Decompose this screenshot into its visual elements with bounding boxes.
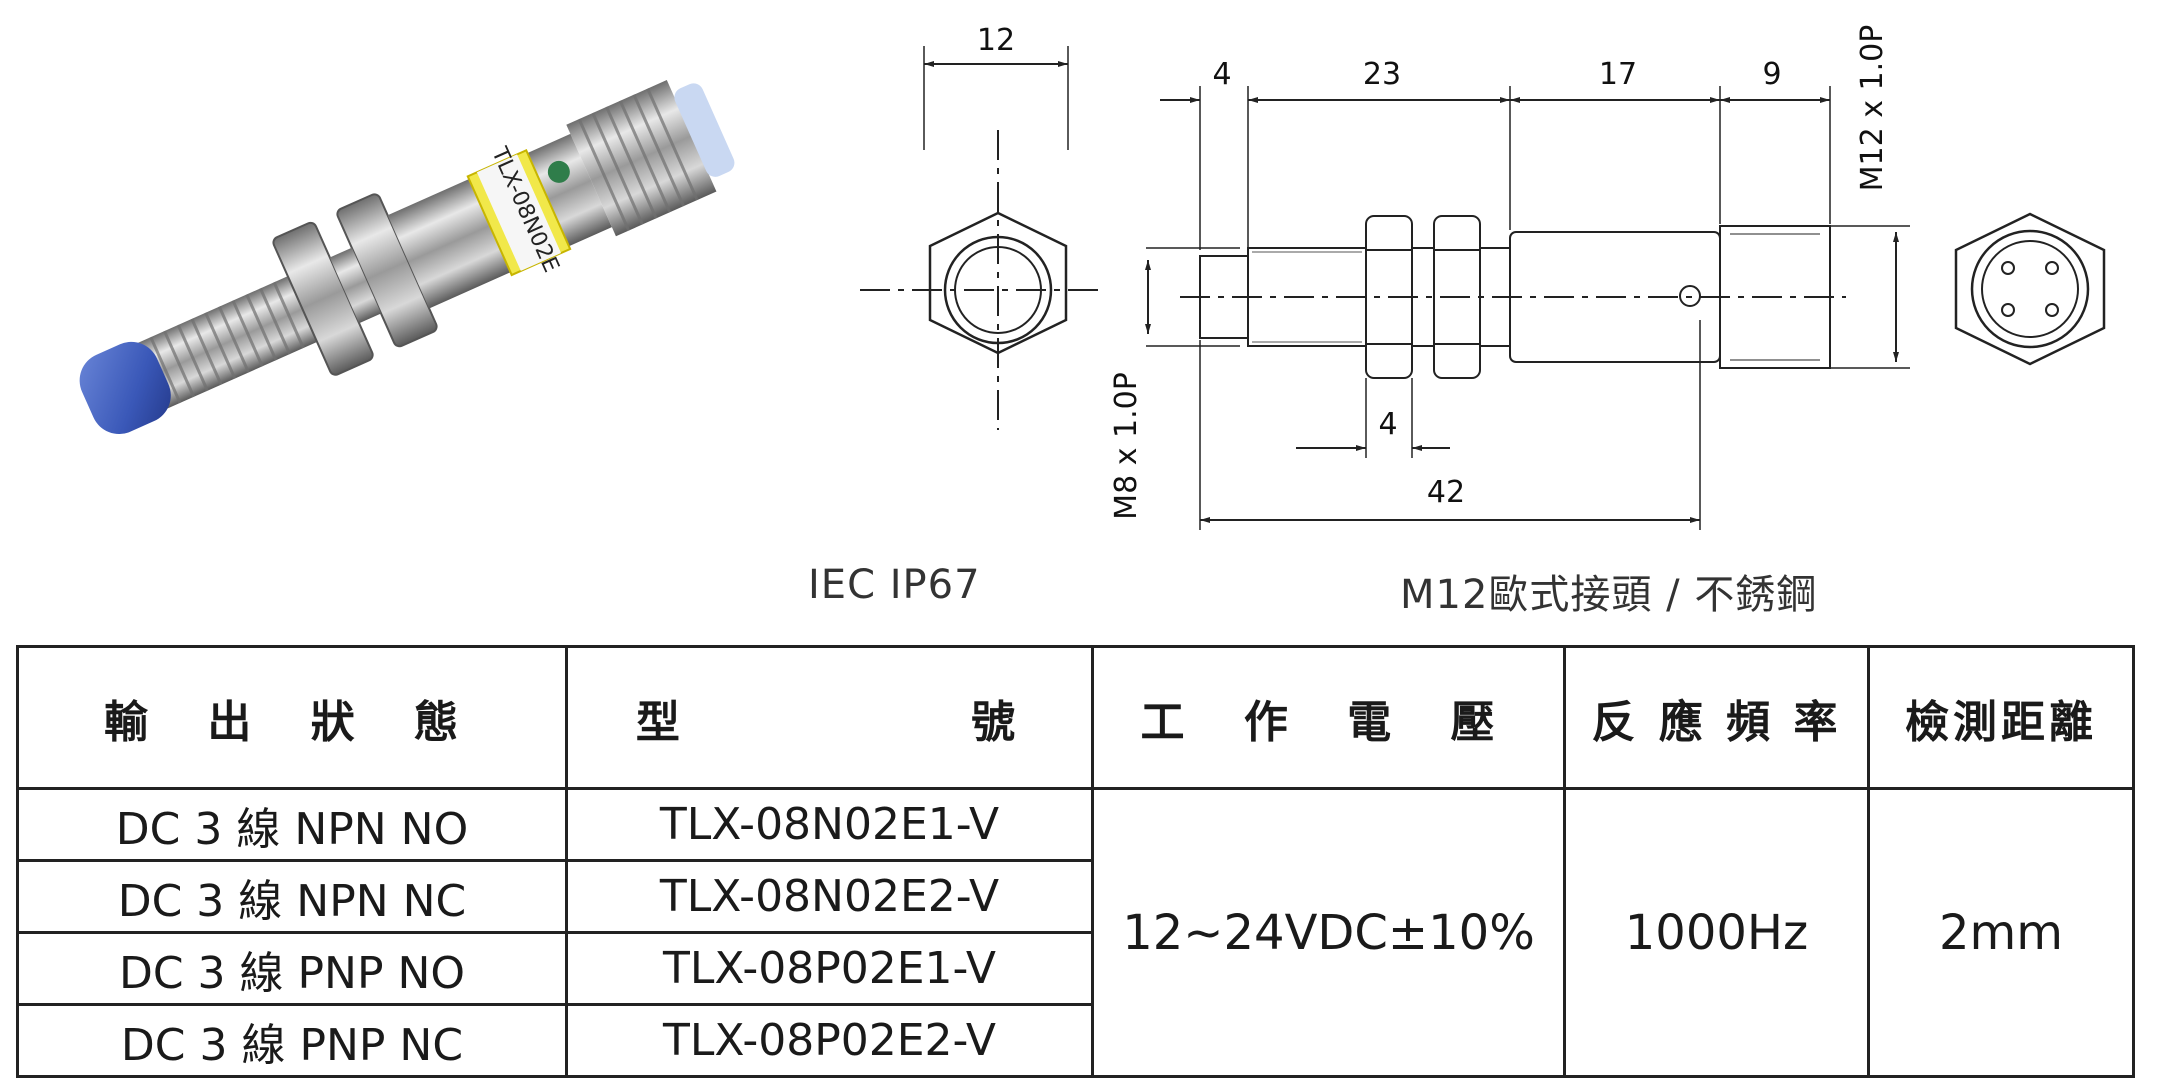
sensor-side-view: [1180, 215, 1846, 379]
cell-output: DC 3 線 PNP NO: [16, 931, 568, 1006]
dim-top-b: 23: [1363, 57, 1401, 92]
table-row: DC 3 線 PNP NC TLX-08P02E2-V: [16, 1003, 2134, 1078]
table-row: DC 3 線 NPN NC TLX-08N02E2-V: [16, 859, 2134, 934]
dim-top-c: 17: [1599, 57, 1637, 92]
dim-nut: 4: [1378, 407, 1397, 442]
hex-rear-view: [1954, 212, 2106, 366]
dim-right-thread: M12 x 1.0P: [1855, 25, 1890, 192]
cell-model: TLX-08N02E2-V: [565, 859, 1094, 934]
led-indicator: [547, 160, 570, 183]
dim-top-a: 4: [1212, 57, 1231, 92]
cell-frequency: 1000Hz: [1563, 787, 1870, 1078]
cell-model: TLX-08N02E1-V: [565, 787, 1094, 862]
dim-total: 42: [1427, 475, 1465, 510]
cell-voltage: 12~24VDC±10%: [1091, 787, 1566, 1078]
table-row: DC 3 線 NPN NO TLX-08N02E1-V 12~24VDC±10%…: [16, 787, 2135, 1078]
cell-model: TLX-08P02E1-V: [565, 931, 1094, 1006]
sensing-cap: [79, 341, 171, 435]
dim-left-thread: M8 x 1.0P: [1109, 372, 1144, 520]
caption-protection: IEC IP67: [808, 562, 981, 608]
dim-hex-width: 12: [977, 23, 1015, 58]
table-row: DC 3 線 PNP NO TLX-08P02E1-V: [16, 931, 2134, 1006]
header-model: 型 號: [565, 645, 1094, 790]
cell-output: DC 3 線 NPN NC: [16, 859, 568, 934]
total-dimension-line: [1199, 320, 1701, 530]
top-dimension-lines: [1160, 86, 1831, 250]
spec-table: 輸 出 狀 態 型 號 工 作 電 壓 反 應 頻 率 檢測距離 DC 3 線 …: [16, 645, 2135, 1078]
header-output: 輸 出 狀 態: [16, 645, 568, 790]
dimension-drawing: 12 4 23 17 9 4 42 M8 x 1.0P M12 x 1.0P: [860, 23, 2106, 530]
nut-dimension-line: [1296, 378, 1450, 458]
header-voltage: 工 作 電 壓: [1091, 645, 1566, 790]
sensor-photo: TLX-08N02E: [79, 80, 735, 435]
cell-distance: 2mm: [1867, 787, 2135, 1078]
table-header-row: 輸 出 狀 態 型 號 工 作 電 壓 反 應 頻 率 檢測距離: [16, 645, 2135, 790]
cell-output: DC 3 線 PNP NC: [16, 1003, 568, 1078]
header-frequency: 反 應 頻 率: [1563, 645, 1870, 790]
dim-top-d: 9: [1762, 57, 1781, 92]
caption-connector: M12歐式接頭 / 不銹鋼: [1400, 572, 1818, 618]
header-distance: 檢測距離: [1867, 645, 2135, 790]
right-thread-dimension: [1830, 225, 1910, 369]
left-thread-dimension: [1145, 247, 1240, 347]
cell-output: DC 3 線 NPN NO: [16, 787, 568, 862]
cell-model: TLX-08P02E2-V: [565, 1003, 1094, 1078]
hex-front-view: [860, 46, 1106, 430]
